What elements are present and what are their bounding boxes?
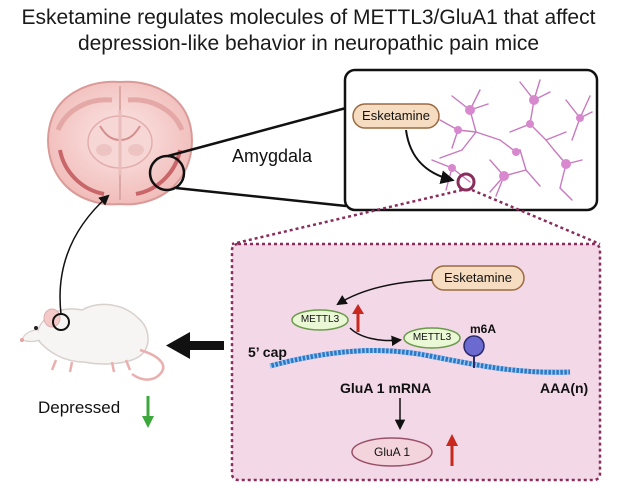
five-prime-cap-label: 5’ cap	[248, 344, 287, 360]
title-line-2: depression-like behavior in neuropathic …	[77, 32, 540, 55]
glua1-ellipse	[351, 437, 433, 467]
zoom-dotted-right	[471, 188, 601, 246]
mettl3-ellipse-b	[403, 327, 461, 349]
mouse-to-brain-arrow	[59, 194, 110, 315]
up-arrow-icon	[446, 434, 458, 466]
esketamine-pill-top	[352, 103, 440, 129]
zoom-line-bottom	[175, 186, 347, 208]
esketamine-pill-inner	[431, 265, 525, 291]
m6a-label: m6A	[470, 322, 497, 336]
neuron-cell-bodies	[448, 95, 584, 181]
panel-to-mouse-arrow	[166, 332, 224, 359]
up-arrow-icon	[352, 304, 364, 332]
zoom-line-top	[167, 106, 347, 158]
brain-section-icon	[47, 80, 193, 206]
amygdala-label: Amygdala	[232, 146, 313, 166]
m6a-modification-icon	[463, 335, 485, 368]
mettl3-label-b: METTL3	[412, 332, 452, 343]
esketamine-to-neuron-arrow	[405, 129, 455, 185]
poly-a-tail-label: AAA(n)	[540, 380, 589, 396]
mettl3-binding-arrow	[349, 327, 403, 347]
target-neuron-circle	[456, 172, 476, 192]
mrna-strand	[269, 348, 571, 375]
glua1-protein-label: GluA 1	[373, 445, 411, 459]
esketamine-label-top: Esketamine	[362, 108, 430, 123]
title-line-1: Esketamine regulates molecules of METTL3…	[21, 6, 596, 29]
mettl3-ellipse-a	[291, 309, 349, 331]
esketamine-to-mettl3-arrow	[336, 279, 433, 306]
glua1-mrna-label: GluA 1 mRNA	[340, 380, 432, 396]
depressed-label: Depressed	[38, 398, 121, 417]
mouse-icon	[20, 303, 165, 381]
amygdala-highlight-circle	[148, 154, 186, 192]
down-arrow-icon	[142, 396, 154, 428]
molecular-mechanism-panel	[230, 242, 602, 482]
mettl3-label-a: METTL3	[300, 314, 340, 325]
esketamine-label-inner: Esketamine	[444, 270, 512, 285]
